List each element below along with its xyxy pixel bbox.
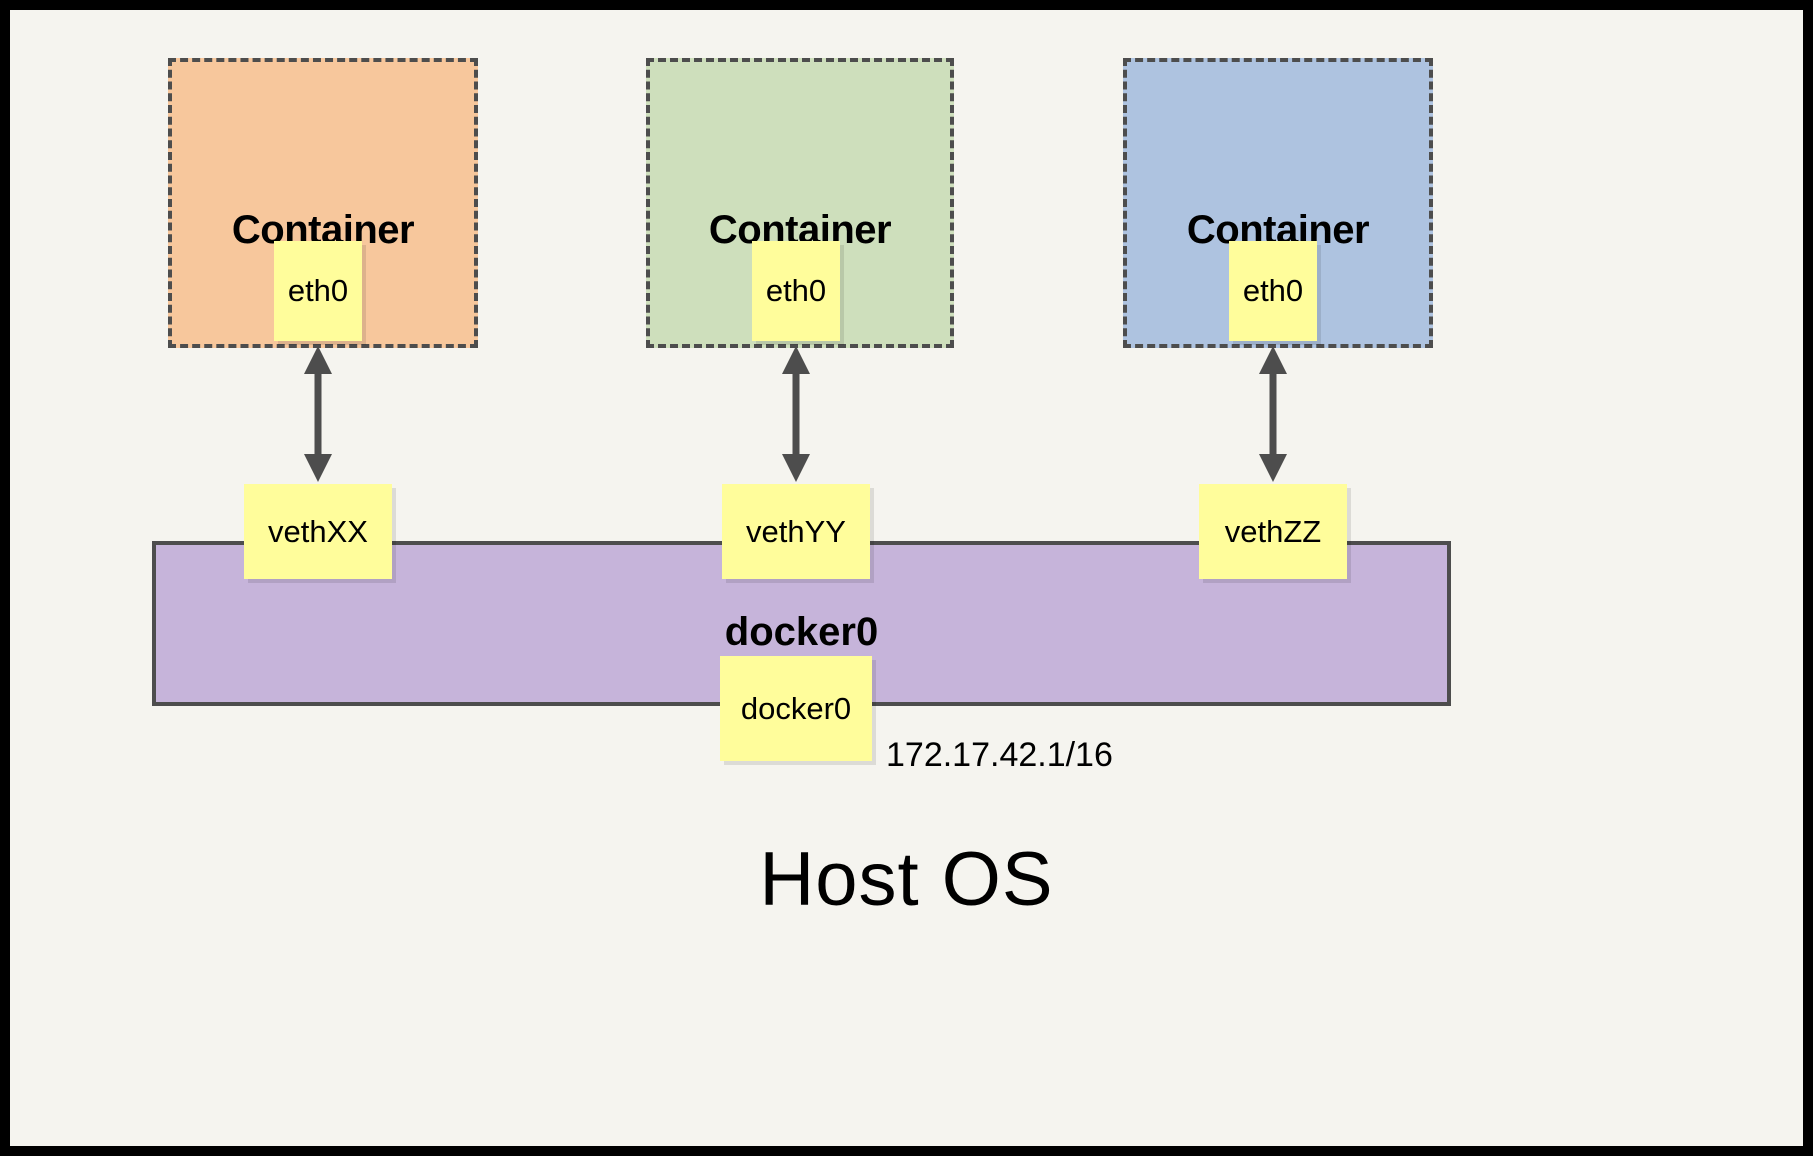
docker0-bridge-label: docker0 [724, 610, 879, 654]
veth-box-1: vethXX [244, 484, 392, 579]
veth-label-1: vethXX [268, 513, 368, 549]
eth0-label-2: eth0 [765, 273, 827, 308]
eth0-box-3: eth0 [1229, 241, 1317, 341]
veth-box-3: vethZZ [1199, 484, 1347, 579]
eth0-box-2: eth0 [752, 241, 840, 341]
docker0-port-box: docker0 [720, 656, 872, 761]
host-os-label: Host OS [759, 837, 1054, 922]
veth-label-3: vethZZ [1224, 513, 1322, 549]
veth-box-2: vethYY [722, 484, 870, 579]
eth0-label-3: eth0 [1242, 273, 1304, 308]
arrow-eth0-vethzz [1259, 346, 1287, 482]
docker0-ip-label: 172.17.42.1/16 [886, 736, 1113, 774]
eth0-label-1: eth0 [287, 273, 349, 308]
docker0-port-label: docker0 [740, 690, 852, 726]
arrow-eth0-vethyy [782, 346, 810, 482]
eth0-box-1: eth0 [274, 241, 362, 341]
arrow-eth0-vethxx [304, 346, 332, 482]
veth-label-2: vethYY [746, 513, 846, 549]
